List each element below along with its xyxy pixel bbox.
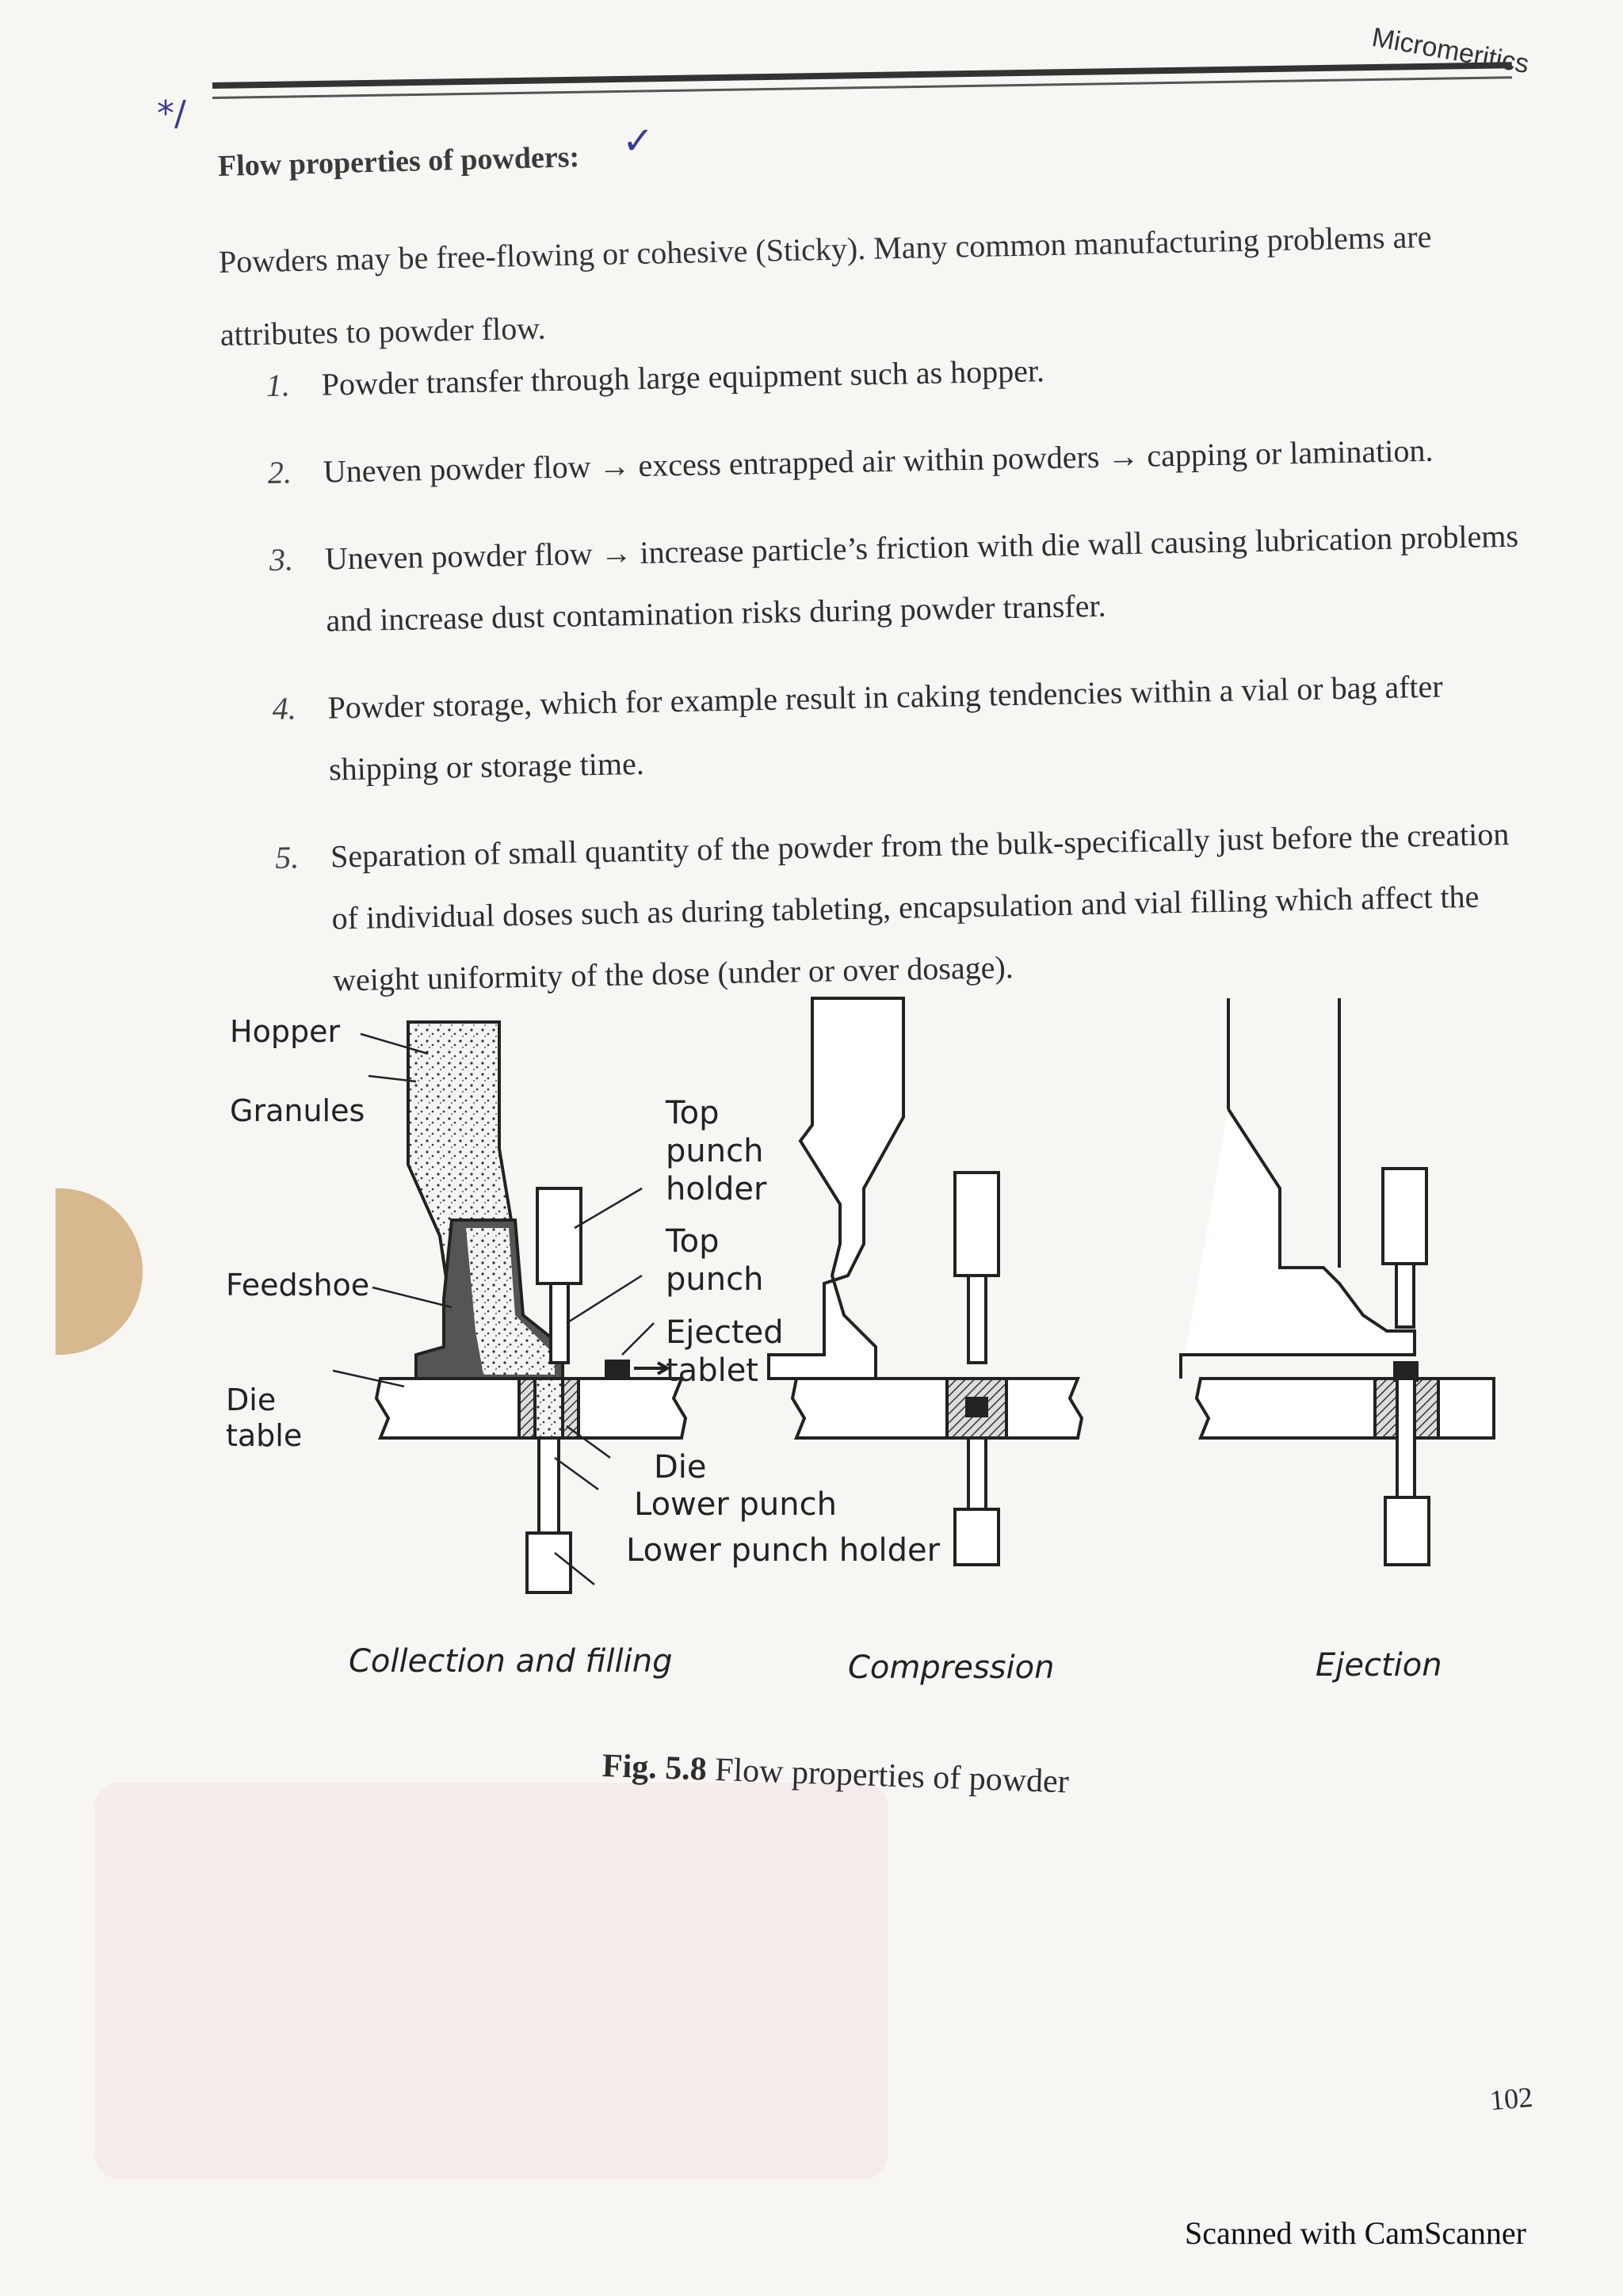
section-heading: Flow properties of powders: [217, 140, 580, 183]
leader-lines [332, 1032, 655, 1585]
ejected-tablet [605, 1360, 630, 1379]
lower-punch [537, 1436, 560, 1535]
list-number: 5. [274, 839, 300, 875]
list-number: 1. [265, 367, 291, 403]
list-text: Separation of small quantity of the powd… [330, 815, 1510, 998]
feedshoe-shape [767, 997, 905, 1380]
stage-compression [767, 997, 1084, 1566]
list-number: 2. [267, 454, 292, 490]
label-die-table-1: Die [226, 1383, 276, 1417]
label-ejected-tablet-1: Ejected [666, 1314, 784, 1351]
stage-label-ejection: Ejection [1316, 1647, 1442, 1684]
section-header: Micromeritics [1369, 22, 1532, 80]
label-die: Die [654, 1449, 707, 1486]
check-mark-icon: ✓ [622, 119, 655, 163]
top-punch [549, 1282, 570, 1364]
list-item: 5. Separation of small quantity of the po… [274, 803, 1545, 1013]
list-item: 2. Uneven powder flow → excess entrapped … [267, 418, 1536, 504]
label-die-table-2: table [226, 1418, 302, 1453]
label-lower-punch-holder: Lower punch holder [626, 1532, 941, 1569]
top-punch-holder [1381, 1167, 1428, 1265]
stage-label-collection: Collection and filling [349, 1643, 672, 1680]
label-lower-punch: Lower punch [634, 1486, 837, 1523]
list-item: 3. Uneven powder flow → increase particle… [269, 505, 1539, 653]
label-top-punch-holder-1: Top [665, 1095, 720, 1131]
margin-mark: */ [157, 93, 186, 134]
compressed-tablet [965, 1397, 988, 1417]
top-punch [967, 1274, 987, 1364]
die-table [1194, 1377, 1495, 1440]
label-hopper: Hopper [230, 1014, 340, 1049]
list-text: Uneven powder flow → increase particle’s… [324, 517, 1519, 639]
lower-punch [967, 1436, 987, 1511]
list-number: 3. [269, 541, 294, 578]
label-feedshoe: Feedshoe [226, 1268, 369, 1302]
arrow-head [656, 1361, 670, 1375]
label-top-punch-holder-3: holder [666, 1171, 767, 1207]
feedshoe-shape [1179, 1108, 1416, 1379]
lower-punch-holder [525, 1531, 572, 1594]
thumb-shadow [55, 1188, 143, 1355]
label-top-punch-1: Top [665, 1223, 720, 1260]
tablet-press-diagram: Hopper Granules Feedshoe Die table Top p… [226, 997, 1495, 1686]
label-ejected-tablet-2: tablet [666, 1352, 758, 1389]
list-text: Uneven powder flow → excess entrapped ai… [323, 432, 1434, 490]
header-rule-thick [212, 62, 1512, 89]
label-top-punch-holder-2: punch [666, 1133, 763, 1169]
lower-punch [1396, 1377, 1416, 1499]
top-punch-holder [536, 1187, 582, 1285]
top-punch-holder [953, 1171, 1000, 1277]
list-item: 4. Powder storage, which for example resu… [272, 654, 1542, 802]
stage-collection-filling [374, 1020, 688, 1594]
feedshoe-granules [466, 1228, 555, 1375]
stage-label-compression: Compression [848, 1650, 1054, 1686]
top-punch [1395, 1262, 1415, 1329]
label-top-punch-2: punch [666, 1261, 763, 1298]
lower-punch-holder [953, 1508, 1000, 1566]
die-cavity-powder [533, 1377, 564, 1440]
problem-list: 1. Powder transfer through large equipmen… [265, 330, 1546, 1038]
stage-ejection [1179, 998, 1495, 1566]
figure-number: Fig. 5.8 [601, 1748, 708, 1788]
label-granules: Granules [230, 1093, 365, 1128]
list-number: 4. [272, 690, 296, 727]
die-table [790, 1377, 1084, 1440]
lower-punch-holder [1384, 1496, 1430, 1566]
background-stain [95, 1783, 888, 2179]
page-number: 102 [1488, 2081, 1534, 2117]
list-text: Powder storage, which for example result… [327, 668, 1444, 788]
scanner-watermark: Scanned with CamScanner [1185, 2215, 1526, 2251]
list-text: Powder transfer through large equipment … [321, 353, 1045, 402]
